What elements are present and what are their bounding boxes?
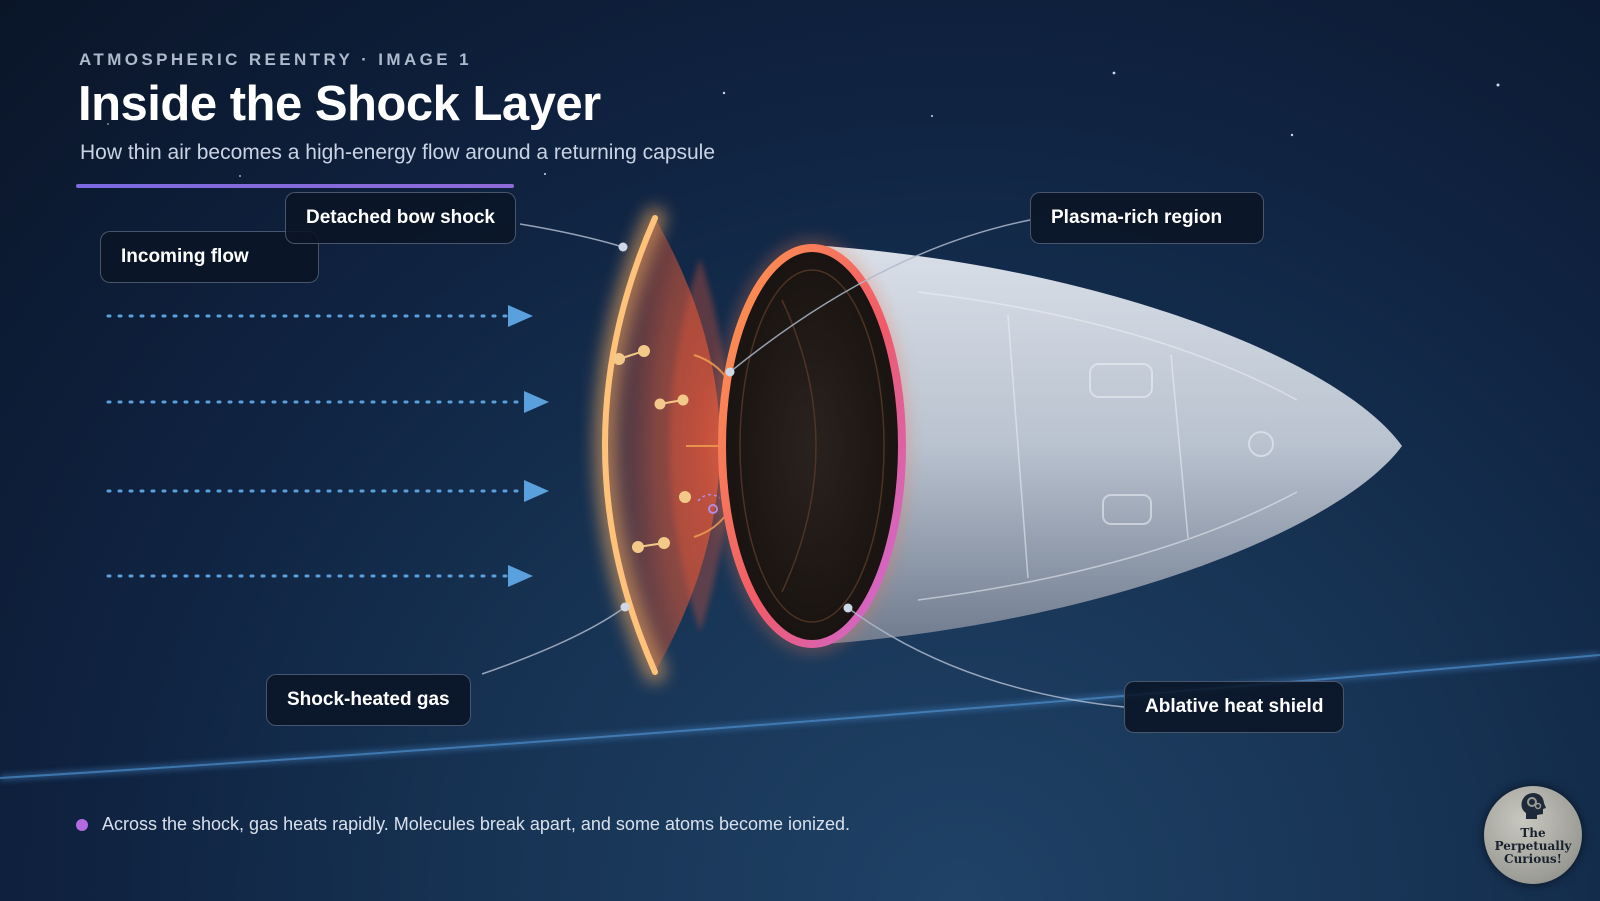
incoming-flow-arrows: [106, 305, 549, 587]
flow-arrow-1-head: [508, 305, 533, 327]
badge-line-1: The Perpetually: [1494, 826, 1572, 853]
page-subtitle: How thin air becomes a high-energy flow …: [80, 141, 716, 164]
head-gears-icon: [1521, 793, 1546, 819]
footer-note: Across the shock, gas heats rapidly. Mol…: [76, 814, 850, 835]
callout-heat-shield: Ablative heat shield: [1124, 681, 1345, 733]
planet-horizon-line: [0, 654, 1600, 779]
title-underline: [76, 184, 514, 188]
callout-shock-heated-gas: Shock-heated gas: [266, 674, 471, 726]
capsule-body: [812, 245, 1402, 645]
bullet-dot: [76, 818, 88, 831]
leader-dots: [618, 242, 853, 613]
page-title: Inside the Shock Layer: [78, 77, 601, 131]
callout-bow-shock: Detached bow shock: [285, 192, 516, 244]
leader-heat-shield: [847, 607, 1125, 708]
flow-arrow-4-head: [508, 565, 533, 587]
eyebrow-label: ATMOSPHERIC REENTRY · IMAGE 1: [79, 50, 472, 69]
callout-plasma-region: Plasma-rich region: [1030, 192, 1264, 244]
bow-shock: [602, 215, 658, 675]
starfield: [107, 71, 1500, 177]
leader-bow-shock: [519, 223, 624, 248]
leader-lines: [481, 219, 1125, 708]
heat-shield: [718, 244, 906, 648]
ionized-atoms: [697, 493, 721, 514]
badge-line-2: Curious!: [1504, 852, 1562, 866]
leader-shock-heated-gas: [481, 606, 626, 675]
heat-shield-texture: [739, 269, 885, 623]
footer-note-text: Across the shock, gas heats rapidly. Mol…: [102, 814, 851, 834]
flow-arrow-2-head: [524, 391, 549, 413]
capsule-windows: [1089, 363, 1274, 525]
leader-plasma: [729, 219, 1031, 373]
molecules: [613, 345, 691, 553]
flow-arrow-3-head: [524, 480, 549, 502]
capsule-panel-lines: [917, 291, 1298, 601]
brand-badge: The Perpetually Curious!: [1484, 786, 1582, 884]
callout-incoming-flow: Incoming flow: [100, 231, 319, 283]
planet-horizon: [0, 652, 1600, 781]
